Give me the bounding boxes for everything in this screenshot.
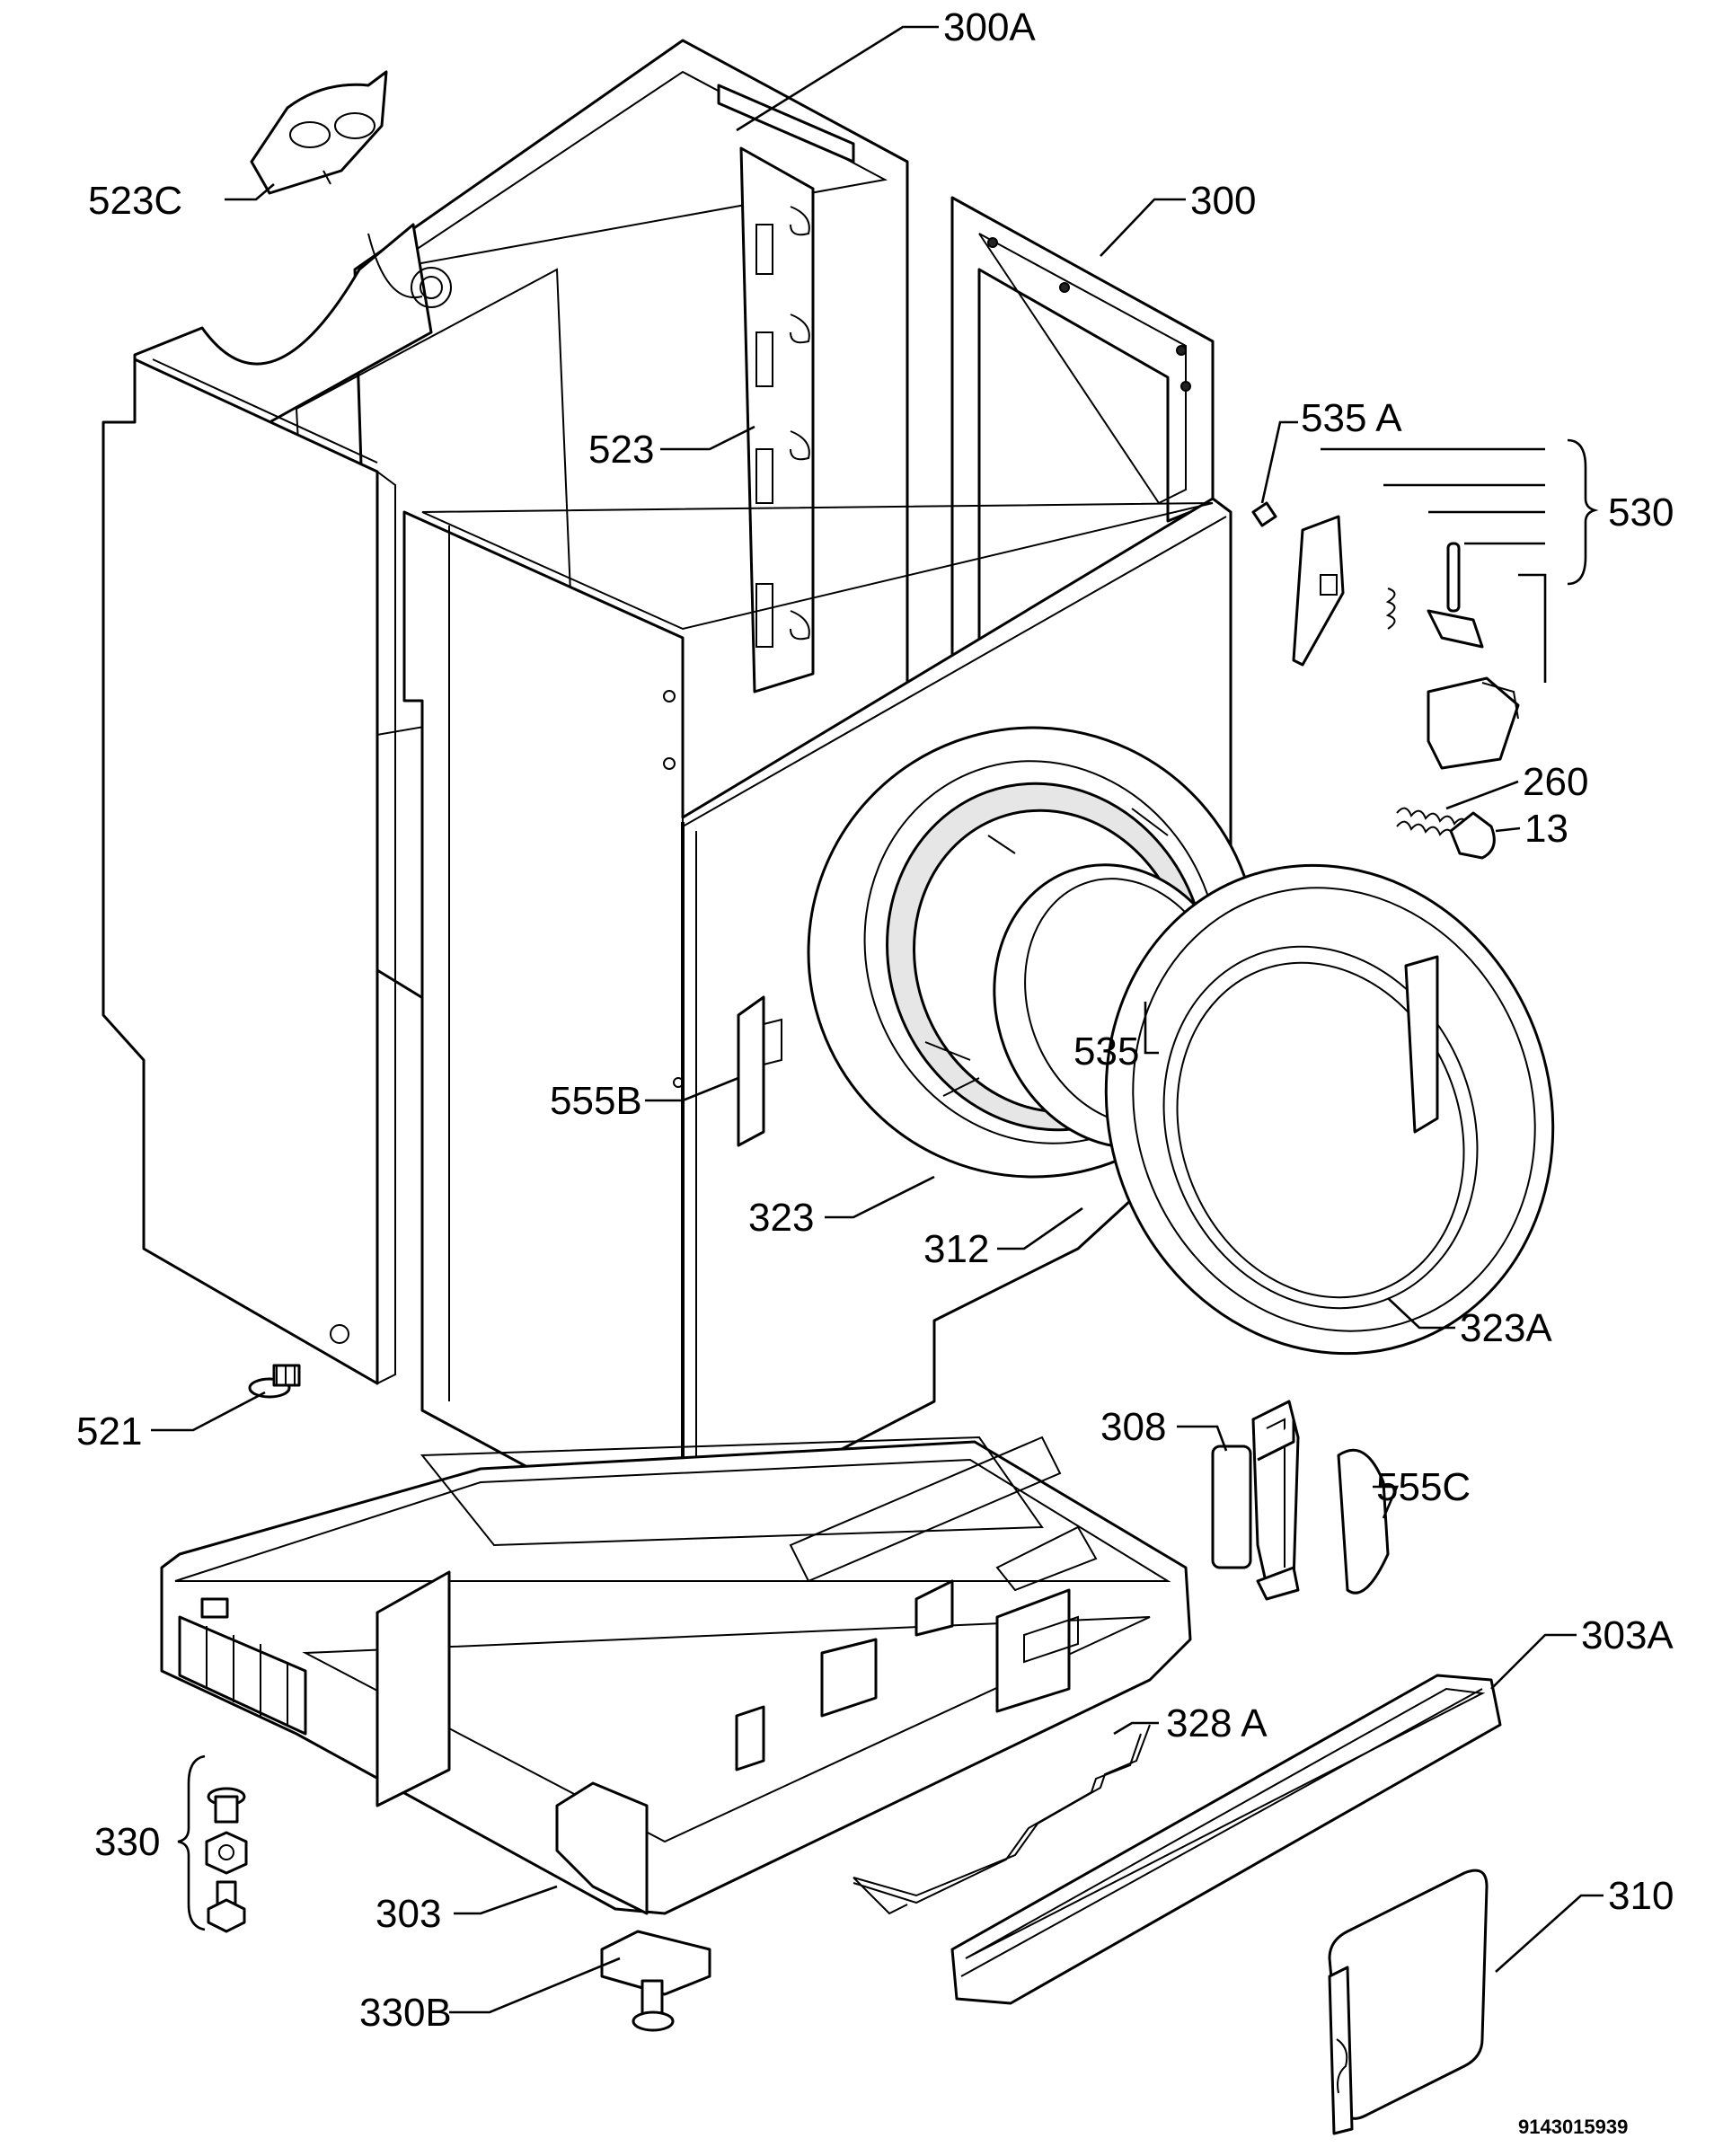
document-code: 9143015939 — [1518, 2116, 1628, 2138]
screw-521 — [248, 1364, 301, 1399]
service-plate-310 — [1328, 1869, 1489, 2135]
slot-555b — [737, 995, 782, 1147]
fastener-set-330 — [205, 1787, 248, 1933]
panel-328a — [853, 1724, 1151, 1915]
label-530: 530 — [1608, 490, 1674, 535]
label-535a: 535 A — [1301, 396, 1402, 440]
label-523: 523 — [588, 428, 654, 472]
label-323a: 323A — [1460, 1306, 1552, 1350]
hinge-308 — [1211, 1400, 1300, 1601]
front-trim-303a — [950, 1674, 1502, 2005]
base-303 — [160, 1436, 1192, 1915]
label-555c: 555C — [1376, 1465, 1471, 1509]
label-330: 330 — [94, 1820, 160, 1864]
pin-13 — [1449, 811, 1496, 860]
label-303: 303 — [375, 1892, 441, 1936]
label-523c: 523C — [88, 179, 182, 223]
label-310: 310 — [1608, 1874, 1674, 1918]
label-330b: 330B — [359, 1991, 452, 2035]
door-323a — [1104, 863, 1555, 1356]
leader-lines — [151, 25, 1604, 2014]
label-300a: 300A — [943, 5, 1036, 49]
label-303a: 303A — [1581, 1613, 1674, 1657]
left-side-panel — [102, 358, 396, 1385]
label-312: 312 — [923, 1227, 989, 1271]
label-260: 260 — [1523, 760, 1588, 804]
label-308: 308 — [1100, 1405, 1166, 1449]
label-323: 323 — [748, 1196, 814, 1240]
label-13: 13 — [1524, 807, 1568, 851]
foot-330b — [600, 1930, 711, 2032]
label-555b: 555B — [550, 1079, 642, 1123]
label-535: 535 — [1073, 1029, 1139, 1074]
clip-523c — [250, 70, 388, 195]
lock-assembly-530 — [1251, 501, 1520, 770]
bracket-strip-523 — [739, 146, 815, 694]
label-521: 521 — [76, 1409, 142, 1454]
label-328a: 328 A — [1166, 1701, 1268, 1745]
label-300: 300 — [1190, 179, 1256, 223]
part-labels: 300A 523C 300 523 535 A 530 260 13 535 5… — [76, 5, 1674, 2138]
